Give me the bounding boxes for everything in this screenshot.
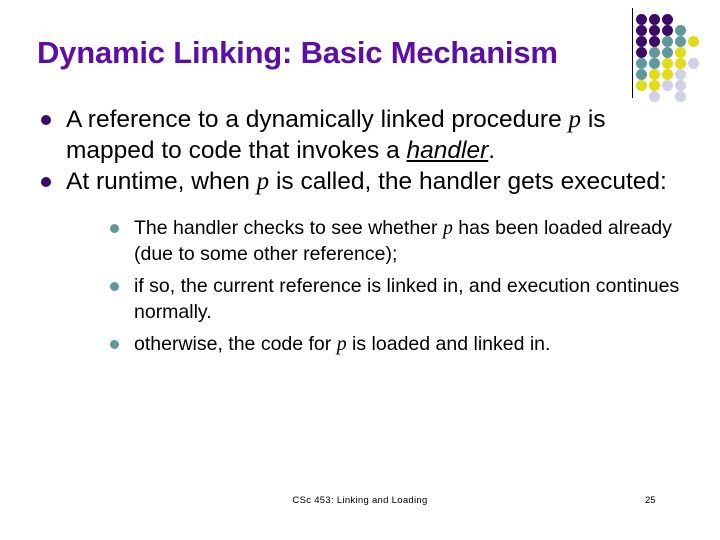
decorative-dot [662,47,673,58]
sub-bullet-marker-icon [110,340,119,349]
sub-bullet-text: The handler checks to see whether p has … [134,217,672,265]
slide-body: A reference to a dynamically linked proc… [28,104,700,363]
decorative-dot [675,80,686,91]
sub-bullet-text: otherwise, the code for p is loaded and … [134,333,551,355]
bullet-text: A reference to a dynamically linked proc… [66,106,606,164]
decorative-dot [688,36,699,47]
inline-variable: p [442,217,453,239]
list-item: The handler checks to see whether p has … [100,215,700,267]
decorative-dot [675,25,686,36]
decorative-dot [662,36,673,47]
decorative-dot [662,14,673,25]
decorative-dot [649,25,660,36]
dot-grid-decoration [636,6,720,106]
decorative-dot [649,36,660,47]
decorative-dot [662,80,673,91]
decorative-dot [636,36,647,47]
decorative-dot [649,91,660,102]
bullet-text: At runtime, when p is called, the handle… [66,168,667,195]
decorative-dot [675,91,686,102]
list-item: otherwise, the code for p is loaded and … [100,331,700,357]
inline-emphasis: handler [406,137,489,164]
decorative-dot [636,69,647,80]
decorative-dot [675,36,686,47]
decorative-dot [649,80,660,91]
sub-bullet-marker-icon [110,282,119,291]
bullet-list-level1: A reference to a dynamically linked proc… [28,104,700,357]
decorative-dot [649,58,660,69]
sub-bullet-text: if so, the current reference is linked i… [134,275,680,323]
title-divider-rule [632,8,633,98]
inline-variable: p [568,106,582,133]
decorative-dot [662,69,673,80]
footer-course-label: CSc 453: Linking and Loading [292,495,428,506]
inline-variable: p [256,168,270,195]
bullet-marker-icon [41,177,51,187]
decorative-dot [675,69,686,80]
decorative-dot [636,47,647,58]
list-item: A reference to a dynamically linked proc… [28,104,700,166]
list-item: At runtime, when p is called, the handle… [28,166,700,357]
decorative-dot [662,58,673,69]
sub-bullet-marker-icon [110,224,119,233]
bullet-marker-icon [41,115,51,125]
decorative-dot [636,25,647,36]
decorative-dot [649,69,660,80]
list-item: if so, the current reference is linked i… [100,273,700,325]
decorative-dot [636,58,647,69]
decorative-dot [675,58,686,69]
bullet-list-level2: The handler checks to see whether p has … [66,215,700,357]
decorative-dot [636,14,647,25]
decorative-dot [649,14,660,25]
decorative-dot [675,47,686,58]
page-number: 25 [645,495,656,506]
decorative-dot [662,25,673,36]
page-title: Dynamic Linking: Basic Mechanism [37,35,558,70]
decorative-dot [688,58,699,69]
decorative-dot [649,47,660,58]
decorative-dot [636,80,647,91]
inline-variable: p [336,333,347,355]
